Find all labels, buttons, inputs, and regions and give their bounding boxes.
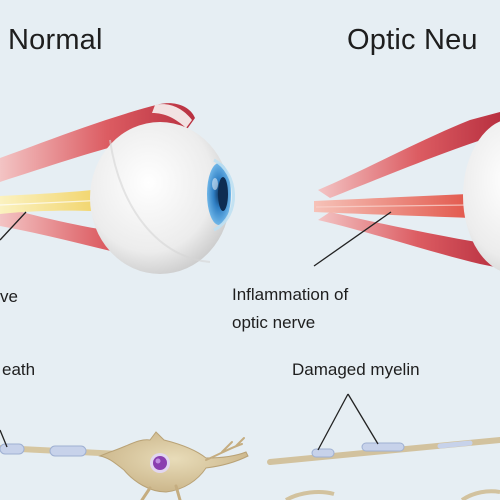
upper-muscle — [0, 103, 195, 182]
label-optic-nerve: ve — [0, 287, 18, 306]
label-inflammation-line1: Inflammation of — [232, 285, 349, 304]
normal-neuron — [0, 429, 249, 500]
label-damaged-myelin: Damaged myelin — [292, 360, 420, 379]
optic-neuritis-eye-diagram — [313, 112, 500, 271]
label-inflammation-line2: optic nerve — [232, 313, 316, 332]
title-normal: Normal — [8, 24, 103, 56]
label-myelin-sheath: eath — [2, 360, 36, 379]
damaged-neuron — [267, 393, 500, 500]
neuritis-eyeball — [463, 121, 500, 271]
inflammation-leader — [313, 211, 392, 267]
damaged-myelin-segment — [361, 442, 405, 452]
damaged-myelin-leader — [317, 393, 349, 451]
neuron-cell-body — [98, 431, 249, 493]
title-optic-neuritis: Optic Neu — [347, 24, 478, 56]
upper-muscle-right — [318, 112, 500, 198]
sheath-leader — [0, 429, 8, 448]
damaged-myelin-segment — [311, 448, 335, 458]
upper-muscle-tendon — [152, 104, 192, 128]
normal-optic-nerve — [0, 188, 112, 214]
damaged-myelin-leader — [347, 393, 379, 445]
normal-eye-diagram — [0, 103, 235, 274]
normal-eyeball — [90, 122, 230, 274]
lower-muscle-right — [318, 212, 500, 268]
normal-nerve-leader — [0, 211, 27, 241]
myelin-segment — [0, 443, 25, 455]
myelin-segment — [49, 445, 87, 457]
